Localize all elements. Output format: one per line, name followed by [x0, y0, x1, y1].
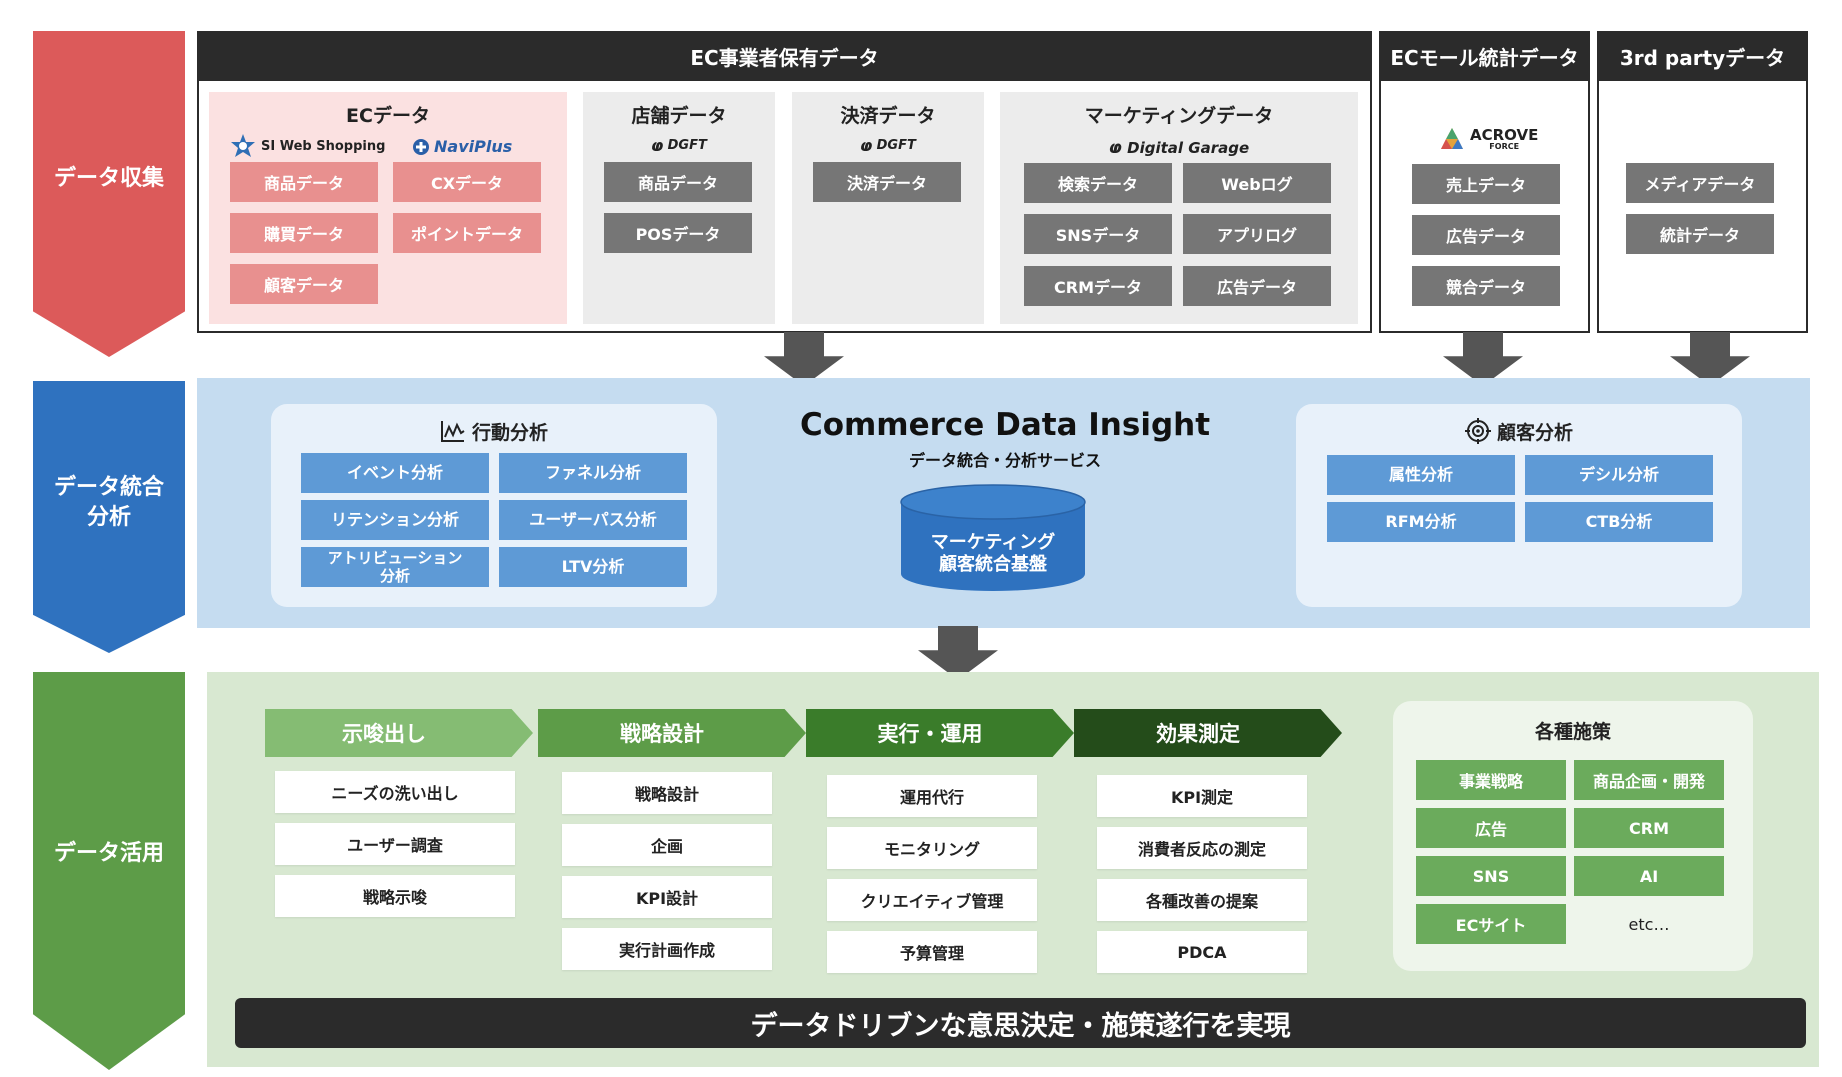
stage-utilize-label: データ活用 — [53, 841, 164, 867]
ec-item-purchase: 購買データ — [230, 213, 378, 253]
stage-utilize: データ活用 — [33, 672, 185, 1070]
step-item: ユーザー調査 — [275, 823, 515, 865]
acrove-force-logo: ACROVE FORCE — [1440, 127, 1538, 151]
dgft-logo-store: ⱷ DGFT — [651, 136, 707, 155]
mkt-item-crm: CRMデータ — [1024, 266, 1172, 306]
measure-ads: 広告 — [1416, 808, 1566, 848]
measure-ai: AI — [1574, 856, 1724, 896]
payment-data-group — [792, 92, 984, 324]
database-label: マーケティング 顧客統合基盤 — [930, 531, 1056, 576]
store-data-group — [583, 92, 775, 324]
step-item: ニーズの洗い出し — [275, 771, 515, 813]
target-icon — [1464, 418, 1491, 444]
step-execution: 実行・運用 — [806, 709, 1074, 757]
step-item: PDCA — [1097, 931, 1307, 973]
step-strategy: 戦略設計 — [538, 709, 806, 757]
step-item: 各種改善の提案 — [1097, 879, 1307, 921]
measures-title: 各種施策 — [1534, 720, 1611, 743]
dgft-icon: ⱷ — [651, 136, 664, 155]
store-item-product: 商品データ — [604, 162, 752, 202]
step-item: 戦略示唆 — [275, 875, 515, 917]
third-item-stats: 統計データ — [1626, 214, 1774, 254]
analysis-ctb: CTB分析 — [1525, 502, 1713, 542]
step-insight: 示唆出し — [265, 709, 533, 757]
third-item-media: メディアデータ — [1626, 163, 1774, 203]
ec-mall-title: ECモール統計データ — [1390, 45, 1579, 70]
mall-item-sales: 売上データ — [1412, 164, 1560, 204]
step-item: 企画 — [562, 824, 772, 866]
dgft-icon: ⱷ — [860, 136, 873, 155]
step-item: KPI設計 — [562, 876, 772, 918]
digital-garage-logo: ⱷ Digital Garage — [1108, 138, 1250, 158]
ec-mall-header: ECモール統計データ — [1379, 31, 1590, 81]
analysis-attribute: 属性分析 — [1327, 455, 1515, 495]
analysis-funnel: ファネル分析 — [499, 453, 687, 493]
conclusion-banner: データドリブンな意思決定・施策遂行を実現 — [235, 998, 1806, 1048]
ec-owner-data-header: EC事業者保有データ — [197, 31, 1372, 81]
ec-owner-data-title: EC事業者保有データ — [690, 45, 879, 70]
measures-etc: etc… — [1628, 914, 1670, 934]
measure-crm: CRM — [1574, 808, 1724, 848]
analysis-event: イベント分析 — [301, 453, 489, 493]
step-item: 消費者反応の測定 — [1097, 827, 1307, 869]
line-chart-icon — [440, 421, 465, 442]
step-item: 戦略設計 — [562, 772, 772, 814]
mkt-item-applog: アプリログ — [1183, 214, 1331, 254]
step-item: モニタリング — [827, 827, 1037, 869]
step-item: クリエイティブ管理 — [827, 879, 1037, 921]
measure-business-strategy: 事業戦略 — [1416, 760, 1566, 800]
measure-sns: SNS — [1416, 856, 1566, 896]
analysis-rfm: RFM分析 — [1327, 502, 1515, 542]
analysis-attribution: アトリビューション 分析 — [301, 547, 489, 587]
step-item: 運用代行 — [827, 775, 1037, 817]
si-web-shopping-icon — [231, 134, 255, 157]
analysis-decile: デシル分析 — [1525, 455, 1713, 495]
acrove-icon — [1441, 128, 1463, 149]
si-web-shopping-logo: SI Web Shopping — [230, 133, 385, 159]
step-item: 予算管理 — [827, 931, 1037, 973]
mall-item-ads: 広告データ — [1412, 215, 1560, 255]
product-title: Commerce Data Insight — [799, 407, 1211, 443]
naviplus-logo: NaviPlus — [412, 137, 512, 156]
step-item: 実行計画作成 — [562, 928, 772, 970]
ec-item-product: 商品データ — [230, 162, 378, 202]
step-measurement: 効果測定 — [1074, 709, 1342, 757]
analysis-retention: リテンション分析 — [301, 500, 489, 540]
step-item: KPI測定 — [1097, 775, 1307, 817]
ec-item-customer: 顧客データ — [230, 264, 378, 304]
payment-item: 決済データ — [813, 162, 961, 202]
ec-data-title: ECデータ — [346, 104, 430, 127]
analysis-user-path: ユーザーパス分析 — [499, 500, 687, 540]
payment-data-title: 決済データ — [840, 104, 936, 127]
store-item-pos: POSデータ — [604, 213, 752, 253]
ec-item-point: ポイントデータ — [393, 213, 541, 253]
measure-ec-site: ECサイト — [1416, 904, 1566, 944]
measure-product-planning: 商品企画・開発 — [1574, 760, 1724, 800]
mkt-item-search: 検索データ — [1024, 163, 1172, 203]
stage-collect: データ収集 — [33, 31, 185, 357]
customer-analysis-header: 顧客分析 — [1296, 416, 1742, 446]
database-icon — [900, 484, 1086, 591]
product-subtitle: データ統合・分析サービス — [908, 451, 1101, 470]
stage-integrate-label: データ統合 分析 — [53, 475, 164, 530]
mkt-item-weblog: Webログ — [1183, 163, 1331, 203]
conclusion-banner-text: データドリブンな意思決定・施策遂行を実現 — [750, 1010, 1291, 1042]
digital-garage-icon: ⱷ — [1108, 138, 1123, 158]
behavior-analysis-header: 行動分析 — [271, 416, 717, 446]
naviplus-icon — [413, 138, 429, 155]
store-data-title: 店舗データ — [631, 104, 727, 127]
third-party-header: 3rd partyデータ — [1597, 31, 1808, 81]
mkt-item-sns: SNSデータ — [1024, 214, 1172, 254]
analysis-ltv: LTV分析 — [499, 547, 687, 587]
ec-item-cx: CXデータ — [393, 162, 541, 202]
dgft-logo-payment: ⱷ DGFT — [860, 136, 916, 155]
mall-item-competitor: 競合データ — [1412, 266, 1560, 306]
mkt-item-ads: 広告データ — [1183, 266, 1331, 306]
third-party-title: 3rd partyデータ — [1619, 45, 1786, 70]
stage-collect-label: データ収集 — [53, 166, 164, 192]
marketing-data-title: マーケティングデータ — [1084, 104, 1274, 127]
stage-integrate: データ統合 分析 — [33, 381, 185, 653]
